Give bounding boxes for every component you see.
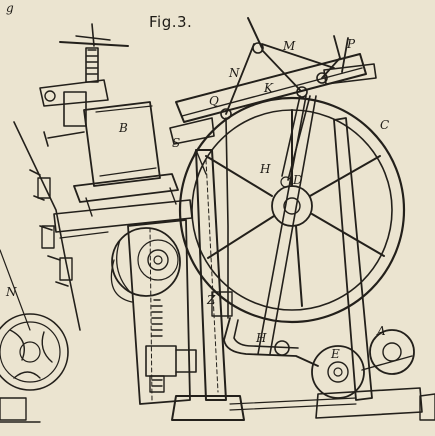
label-H-upper: H <box>260 162 271 176</box>
label-N-top: N <box>229 66 240 80</box>
label-M: M <box>283 39 296 53</box>
label-A: A <box>377 324 386 338</box>
label-B: B <box>119 121 128 135</box>
label-P: P <box>347 37 356 51</box>
label-N-left: N <box>6 285 17 299</box>
label-S: S <box>172 136 181 150</box>
label-Q: Q <box>209 94 219 108</box>
label-K: K <box>264 81 273 95</box>
main-frame <box>171 117 423 421</box>
press-assembly <box>39 23 207 405</box>
label-D: D <box>293 173 303 187</box>
label-H-lower: H <box>256 331 267 345</box>
label-C: C <box>380 118 390 132</box>
flywheel <box>178 96 406 324</box>
label-E: E <box>331 347 340 361</box>
left-neighbour-column <box>0 121 81 423</box>
linkage <box>169 17 377 355</box>
label-Z: Z <box>207 293 216 307</box>
figure-title: Fig.3. <box>149 13 193 31</box>
label-g: g <box>6 1 14 15</box>
lower-mechanism <box>211 291 435 421</box>
